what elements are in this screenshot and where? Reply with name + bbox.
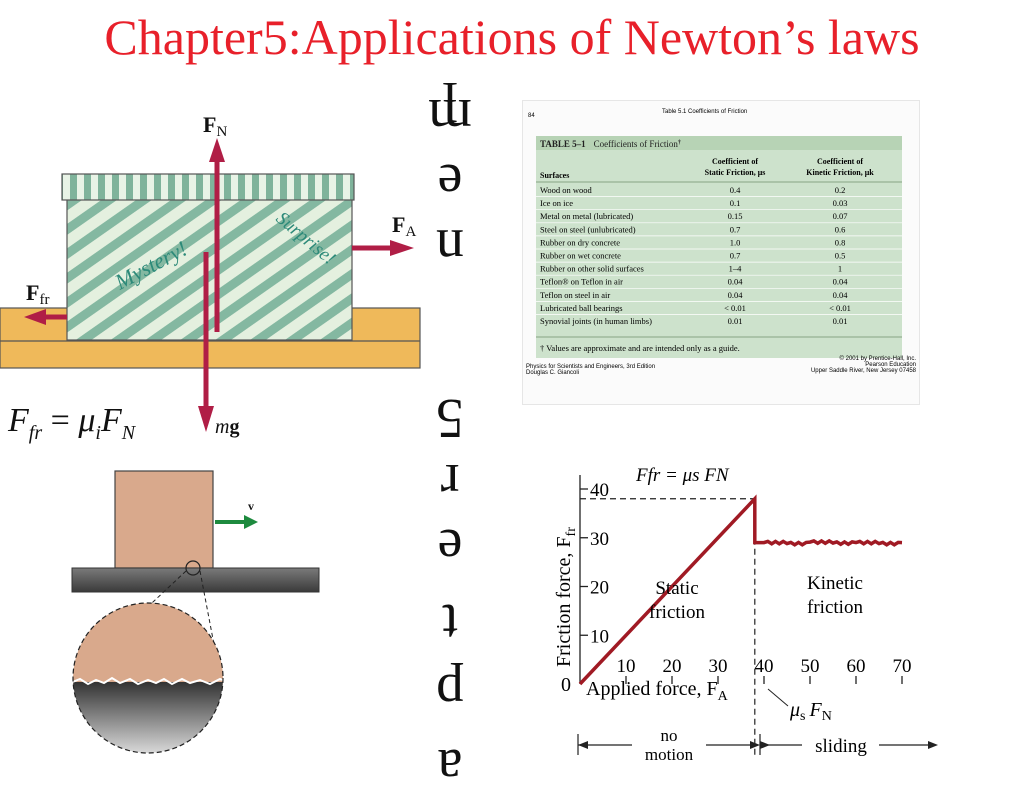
table-cell-static: 0.15 <box>728 211 743 221</box>
mg-label: m <box>215 416 229 438</box>
friction-formula: Ffr = μiFN <box>8 402 136 444</box>
table-footnote: † Values are approximate and are intende… <box>540 343 740 353</box>
col-static: Static Friction, μs <box>705 168 766 177</box>
table-cell-surface: Rubber on wet concrete <box>540 251 621 261</box>
vertical-letter: t <box>442 592 458 654</box>
vertical-letter: r <box>440 452 460 514</box>
kinetic-region-label: Kinetic <box>807 573 863 594</box>
table-caption-bold: TABLE 5–1 <box>540 139 586 149</box>
friction-force-chart: 10 20 30 40 10 20 30 40 50 60 70 0 Applied force, … <box>553 465 938 764</box>
fn-label: F <box>203 112 216 137</box>
table-cell-static: 0.7 <box>730 224 741 234</box>
block-surface-diagram: v <box>71 470 320 754</box>
table-cell-static: 1.0 <box>730 237 741 247</box>
col-surfaces: Surfaces <box>540 171 569 180</box>
svg-text:Pearson Education: Pearson Education <box>865 362 916 368</box>
table-cell-kinetic: 0.04 <box>833 290 849 300</box>
table-cell-static: 0.04 <box>728 277 744 287</box>
table-cell-kinetic: 1 <box>838 264 842 274</box>
vertical-letter: p <box>436 662 464 724</box>
svg-text:Douglas C. Giancoli: Douglas C. Giancoli <box>526 370 579 376</box>
friction-table-image: 84 Table 5.1 Coefficients of Friction TA… <box>522 100 920 405</box>
vertical-letter: a <box>437 737 463 799</box>
y-tick-label: 30 <box>590 529 609 550</box>
table-cell-kinetic: 0.8 <box>835 237 846 247</box>
velocity-label: v <box>248 499 254 513</box>
ground <box>71 567 320 593</box>
table-cell-kinetic: 0.5 <box>835 251 846 261</box>
magnified-contact <box>72 602 224 754</box>
x-tick-label: 40 <box>755 656 774 677</box>
peak-label: Ffr = μs FN <box>635 465 730 486</box>
x-axis-label: Applied force, FA <box>586 678 729 704</box>
svg-text:Physics for Scientists and Eng: Physics for Scientists and Engineers, 3r… <box>526 364 655 370</box>
table-page-header: Table 5.1 Coefficients of Friction <box>662 109 747 115</box>
table-cell-surface: Lubricated ball bearings <box>540 303 623 313</box>
table-cell-kinetic: 0.6 <box>835 224 846 234</box>
svg-text:Ffr: Ffr <box>26 280 49 308</box>
table-cell-static: 1–4 <box>729 264 743 274</box>
x-tick-label: 60 <box>847 656 866 677</box>
table-cell-surface: Steel on steel (unlubricated) <box>540 224 636 234</box>
svg-text:Coefficient of: Coefficient of <box>712 157 758 166</box>
magnify-spot <box>185 560 201 576</box>
table-cell-surface: Rubber on dry concrete <box>540 237 620 247</box>
svg-text:FA: FA <box>392 212 416 240</box>
table-cell-kinetic: 0.03 <box>833 198 848 208</box>
vertical-letter: e <box>437 517 463 579</box>
table-cell-surface: Teflon on steel in air <box>540 290 610 300</box>
table-cell-surface: Rubber on other solid surfaces <box>540 264 644 274</box>
table-cell-kinetic: 0.04 <box>833 277 849 287</box>
table-cell-kinetic: 0.07 <box>833 211 848 221</box>
table-cell-kinetic: < 0.01 <box>829 303 851 313</box>
box-free-body-diagram: Mystery! Surprise! FN FA Ffr mg <box>0 112 421 438</box>
svg-text:mg: mg <box>215 416 239 438</box>
table-cell-surface: Metal on metal (lubricated) <box>540 211 633 221</box>
fa-label: F <box>392 212 405 237</box>
gift-box <box>66 197 353 341</box>
x-tick-label: 70 <box>893 656 912 677</box>
table-page-number: 84 <box>528 113 535 119</box>
table-cell-static: 0.01 <box>728 316 743 326</box>
no-motion-label: no <box>661 726 678 745</box>
origin-label: 0 <box>561 674 571 696</box>
table-cell-static: 0.7 <box>730 251 741 261</box>
svg-text:friction: friction <box>807 597 863 618</box>
y-axis-label: Friction force, Ffr <box>553 527 579 667</box>
y-tick-label: 20 <box>590 578 609 599</box>
table-cell-surface: Ice on ice <box>540 198 573 208</box>
x-tick-label: 20 <box>663 656 682 677</box>
table-cell-static: < 0.01 <box>724 303 746 313</box>
block <box>114 470 214 569</box>
table-cell-static: 0.1 <box>730 198 741 208</box>
x-tick-label: 10 <box>617 656 636 677</box>
y-tick-label: 40 <box>590 480 609 501</box>
x-tick-label: 30 <box>709 656 728 677</box>
sliding-label: sliding <box>815 736 867 757</box>
table-cell-surface: Teflon® on Teflon in air <box>540 277 623 287</box>
ffr-label: F <box>26 280 39 305</box>
x-tick-label: 50 <box>801 656 820 677</box>
svg-text:motion: motion <box>645 745 694 764</box>
table-cell-kinetic: 0.2 <box>835 185 846 195</box>
table-cell-surface: Wood on wood <box>540 185 592 195</box>
svg-text:friction: friction <box>649 602 705 623</box>
svg-text:Coefficient of: Coefficient of <box>817 157 863 166</box>
table-cell-kinetic: 0.01 <box>833 316 848 326</box>
svg-text:© 2001 by Prentice-Hall, Inc.: © 2001 by Prentice-Hall, Inc. <box>840 355 917 362</box>
y-tick-label: 10 <box>590 626 609 647</box>
table-cell-static: 0.04 <box>728 290 744 300</box>
svg-text:FN: FN <box>203 112 227 140</box>
series-line <box>578 494 903 686</box>
static-region-label: Static <box>655 578 698 599</box>
table-cell-surface: Synovial joints (in human limbs) <box>540 316 652 326</box>
page-title: Chapter5:Applications of Newton’s laws <box>104 9 920 65</box>
svg-text:Upper Saddle River, New Jersey: Upper Saddle River, New Jersey 07458 <box>811 368 917 374</box>
table-cell-static: 0.4 <box>730 185 741 195</box>
gift-box-lid <box>61 173 355 201</box>
col-kinetic: Kinetic Friction, μk <box>806 168 874 177</box>
